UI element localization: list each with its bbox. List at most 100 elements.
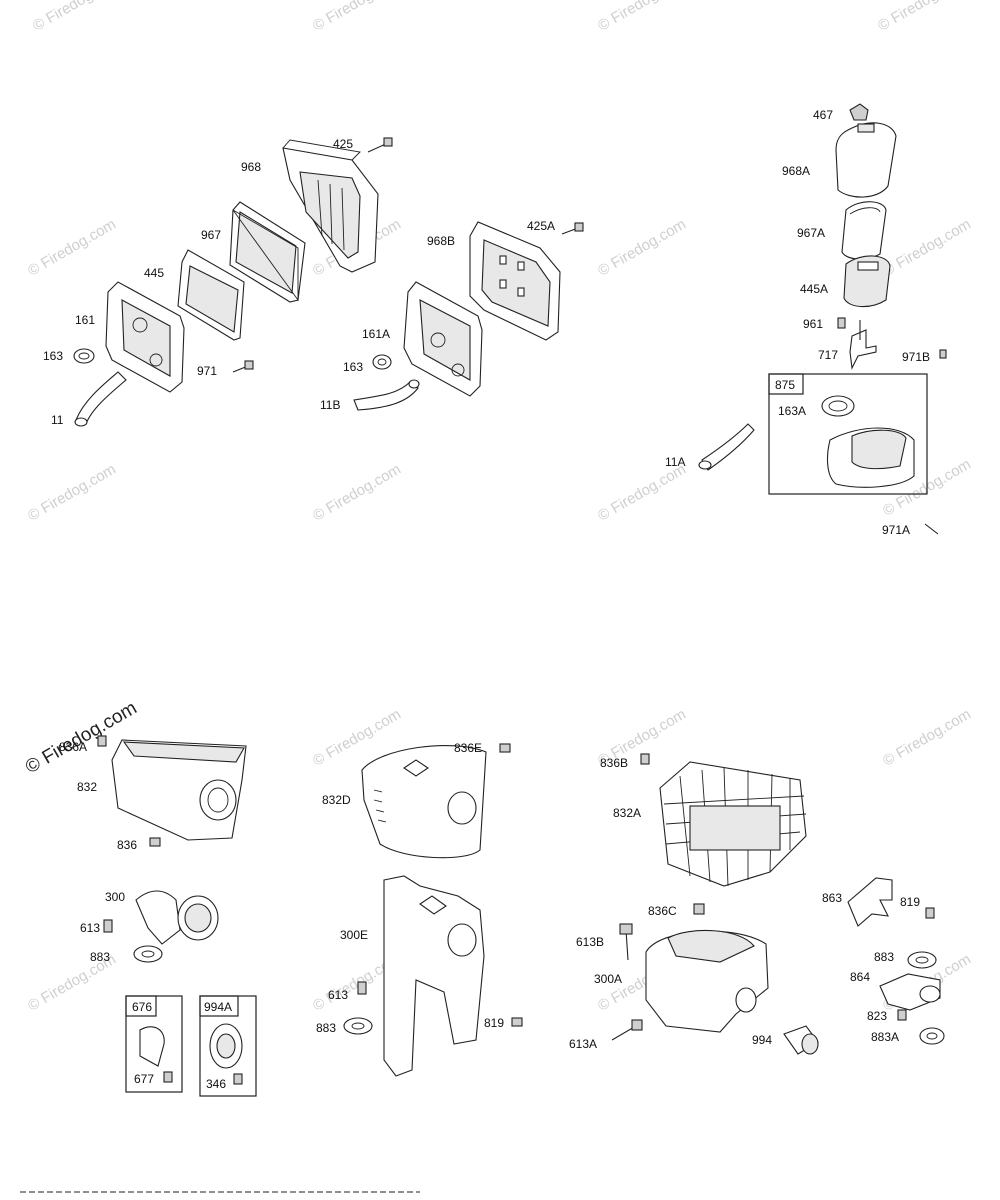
label-832A: 832A xyxy=(613,806,642,820)
label-971: 971 xyxy=(197,364,218,378)
label-967A: 967A xyxy=(797,226,826,240)
bolt-613B xyxy=(619,923,633,961)
label-971B: 971B xyxy=(902,350,931,364)
label-863: 863 xyxy=(822,891,843,905)
bolt-613A xyxy=(611,1019,643,1041)
label-836E: 836E xyxy=(454,741,483,755)
screw-613 xyxy=(103,919,113,933)
label-883-c: 883 xyxy=(874,950,895,964)
label-676: 676 xyxy=(132,1000,153,1014)
muffler-832 xyxy=(111,739,247,841)
cover-968 xyxy=(282,139,379,273)
label-836B: 836B xyxy=(600,756,629,770)
label-819: 819 xyxy=(484,1016,505,1030)
label-961: 961 xyxy=(803,317,824,331)
label-445A: 445A xyxy=(800,282,829,296)
deflector-864 xyxy=(879,973,941,1011)
label-883-b: 883 xyxy=(316,1021,337,1035)
screw-836C xyxy=(693,903,705,915)
label-819-b: 819 xyxy=(900,895,921,909)
screw-425 xyxy=(367,137,393,153)
label-823: 823 xyxy=(867,1009,888,1023)
screw-971A xyxy=(924,523,939,535)
label-836: 836 xyxy=(117,838,138,852)
label-994A: 994A xyxy=(204,1000,233,1014)
label-864: 864 xyxy=(850,970,871,984)
label-875: 875 xyxy=(775,378,796,392)
screw-819 xyxy=(511,1017,523,1027)
gasket-883-c xyxy=(907,951,937,969)
label-163A: 163A xyxy=(778,404,807,418)
knob-467 xyxy=(849,103,869,121)
label-613-b: 613 xyxy=(328,988,349,1002)
arrestor-994A xyxy=(209,1023,243,1069)
screw-836E xyxy=(499,743,511,753)
label-425: 425 xyxy=(333,137,354,151)
screw-823 xyxy=(897,1009,907,1021)
base-875 xyxy=(826,427,915,488)
label-971A: 971A xyxy=(882,523,911,537)
label-11B: 11B xyxy=(320,398,341,412)
label-346: 346 xyxy=(206,1077,227,1091)
label-968A: 968A xyxy=(782,164,811,178)
screw-425A xyxy=(561,222,584,235)
cover-968B xyxy=(469,221,561,341)
screw-836A xyxy=(97,735,107,747)
filter-967 xyxy=(229,201,306,303)
label-832D: 832D xyxy=(322,793,351,807)
filter-445 xyxy=(177,249,245,341)
cage-832A xyxy=(659,761,807,887)
label-445: 445 xyxy=(144,266,165,280)
label-968B: 968B xyxy=(427,234,456,248)
base-161A xyxy=(403,281,483,397)
label-11: 11 xyxy=(51,413,64,427)
filter-967A xyxy=(841,201,887,260)
screw-836 xyxy=(149,837,161,847)
cover-968A xyxy=(835,122,897,198)
deflector-676 xyxy=(139,1026,165,1067)
tube-11A xyxy=(698,423,755,471)
label-11A: 11A xyxy=(665,455,686,469)
tube-11B xyxy=(353,379,420,411)
label-300: 300 xyxy=(105,890,126,904)
label-883: 883 xyxy=(90,950,111,964)
screw-836B xyxy=(640,753,650,765)
screw-961 xyxy=(837,317,846,329)
screw-819-b xyxy=(925,907,935,919)
screw-346 xyxy=(233,1073,243,1085)
gasket-163-b xyxy=(372,354,392,370)
label-467: 467 xyxy=(813,108,834,122)
gasket-163A xyxy=(821,395,855,417)
label-425A: 425A xyxy=(527,219,556,233)
label-613B: 613B xyxy=(576,935,605,949)
muffler-300A xyxy=(645,929,769,1033)
screw-971 xyxy=(232,360,254,373)
label-968: 968 xyxy=(241,160,262,174)
tube-11 xyxy=(74,371,127,427)
label-832: 832 xyxy=(77,780,98,794)
kit-875-label-box xyxy=(768,373,804,395)
label-300A: 300A xyxy=(594,972,623,986)
label-836C: 836C xyxy=(648,904,677,918)
label-994: 994 xyxy=(752,1033,773,1047)
label-967: 967 xyxy=(201,228,222,242)
label-161: 161 xyxy=(75,313,96,327)
label-717: 717 xyxy=(818,348,839,362)
label-613A: 613A xyxy=(569,1037,598,1051)
label-163: 163 xyxy=(43,349,64,363)
gasket-883A xyxy=(919,1027,945,1045)
filter-445A xyxy=(843,255,891,308)
gasket-163 xyxy=(73,348,95,364)
elbow-300 xyxy=(135,890,219,945)
screw-971B xyxy=(939,349,947,359)
base-161 xyxy=(105,281,185,393)
screw-677 xyxy=(163,1071,173,1083)
shield-300E xyxy=(383,875,485,1077)
gasket-883 xyxy=(133,945,163,963)
bracket-863 xyxy=(847,877,893,927)
label-836A: 836A xyxy=(59,740,88,754)
label-163-b: 163 xyxy=(343,360,364,374)
screw-613-b xyxy=(357,981,367,995)
kit-875-box xyxy=(768,373,928,495)
